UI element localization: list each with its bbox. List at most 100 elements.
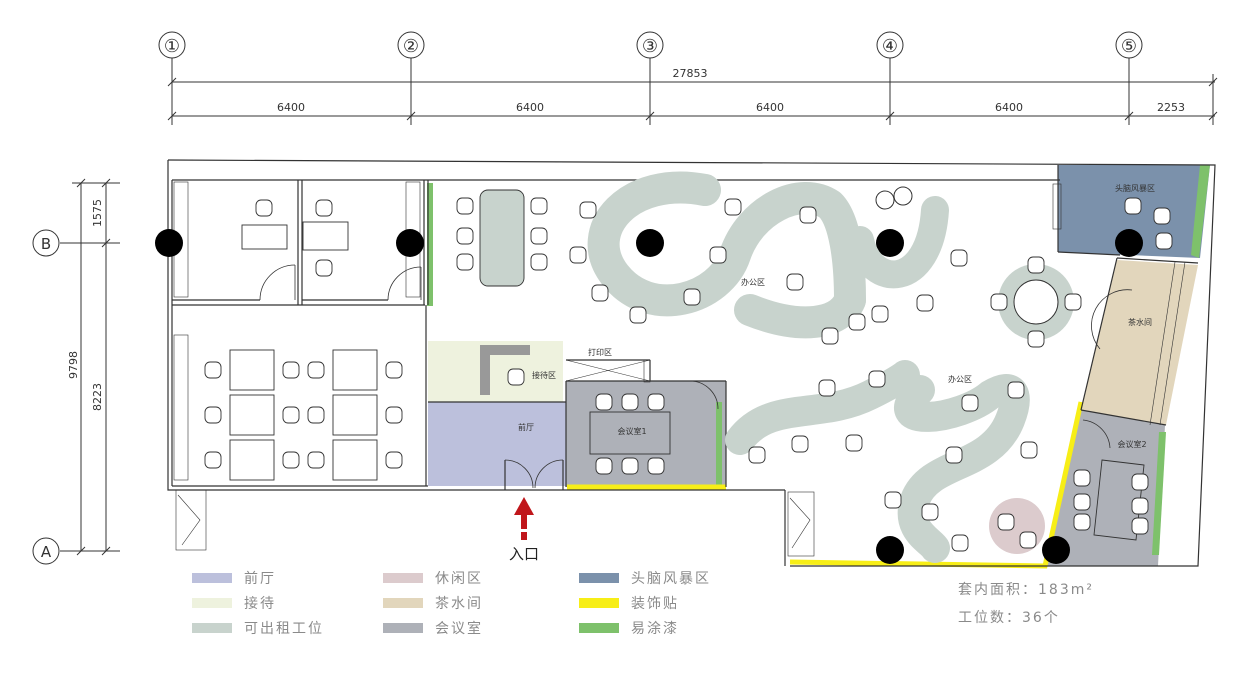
chair-icon [1131, 517, 1149, 535]
legend-swatch [192, 573, 232, 583]
room-label-print: 打印区 [588, 347, 612, 357]
plant-icon [893, 186, 913, 206]
legend-label: 接待 [244, 596, 276, 612]
chair-icon [1027, 256, 1045, 274]
legend-item-lounge: 休闲区 [383, 569, 483, 587]
chair-icon [621, 457, 639, 475]
dim-height-upper: 1575 [91, 199, 104, 227]
chair-icon [1155, 232, 1173, 250]
tea-fill [1081, 260, 1198, 425]
chair-icon [595, 457, 613, 475]
meeting-table [1093, 459, 1145, 541]
grid-bubble-3 [636, 31, 664, 59]
chair-icon [629, 306, 647, 324]
entrance-arrow [514, 497, 534, 540]
chair-icon [786, 273, 804, 291]
grid-bubble-4 [876, 31, 904, 59]
chair-icon [456, 253, 474, 271]
chair-icon [385, 451, 403, 469]
room-label-brainstorm: 头脑风暴区 [1115, 183, 1155, 193]
round-table-top [1013, 279, 1059, 325]
grid-bubble-b [32, 229, 60, 257]
chair-icon [1131, 473, 1149, 491]
grid-label-5: ⑤ [1121, 36, 1137, 57]
chair-icon [799, 206, 817, 224]
dim-total-width: 27853 [673, 67, 708, 80]
workstation-desk [229, 439, 275, 481]
chair-icon [884, 491, 902, 509]
chair-icon [282, 361, 300, 379]
dim-seg-2: 6400 [516, 101, 544, 114]
legend-label: 头脑风暴区 [631, 571, 711, 587]
conference-table [479, 189, 525, 287]
room-label-meeting1: 会议室1 [617, 426, 646, 436]
chair-icon [307, 406, 325, 424]
grid-bubble-a [32, 537, 60, 565]
workstation-desk [332, 349, 378, 391]
chair-icon [204, 451, 222, 469]
legend-swatch [192, 623, 232, 633]
grid-bubble-2 [397, 31, 425, 59]
curved-desk [734, 284, 866, 339]
legend-item-meeting: 会议室 [383, 619, 483, 637]
chair-icon [385, 406, 403, 424]
grid-label-2: ② [403, 36, 419, 57]
legend-swatch [383, 573, 423, 583]
chair-icon [868, 370, 886, 388]
grid-label-3: ③ [642, 36, 658, 57]
grid-bubble-1 [158, 31, 186, 59]
grid-label-4: ④ [882, 36, 898, 57]
room-label-office-2: 办公区 [948, 374, 972, 384]
chair-icon [950, 249, 968, 267]
chair-icon [871, 305, 889, 323]
stats-seats: 工位数：36个 [958, 610, 1060, 626]
chair-icon [307, 451, 325, 469]
curved-desk [894, 374, 1030, 563]
legend-label: 前厅 [244, 571, 276, 587]
meeting-table [589, 411, 671, 455]
chair-icon [997, 513, 1015, 531]
chair-icon [621, 393, 639, 411]
room-label-meeting2: 会议室2 [1117, 439, 1146, 449]
grid-bubbles [32, 31, 1143, 565]
chair-icon [315, 259, 333, 277]
grid-bubble-5 [1115, 31, 1143, 59]
chair-icon [647, 457, 665, 475]
chair-icon [951, 534, 969, 552]
office-desk [241, 224, 288, 250]
chair-icon [916, 294, 934, 312]
legend-label: 茶水间 [435, 596, 483, 612]
chair-icon [1064, 293, 1082, 311]
legend-swatch [383, 623, 423, 633]
plant-icon [875, 190, 895, 210]
legend-item-reception: 接待 [192, 594, 276, 612]
paint-walls [427, 165, 1210, 555]
chair-icon [204, 361, 222, 379]
chair-icon [1073, 513, 1091, 531]
legend-label: 会议室 [435, 621, 483, 637]
stats-area: 套内面积：183m² [958, 582, 1094, 598]
grid-label-a: A [41, 543, 52, 561]
chair-icon [1073, 469, 1091, 487]
lobby-fill [428, 402, 566, 486]
legend-label: 可出租工位 [244, 621, 324, 637]
curved-desk [587, 171, 866, 317]
chair-icon [530, 227, 548, 245]
dimension-lines [60, 58, 1218, 556]
chair-icon [385, 361, 403, 379]
chair-icon [1007, 381, 1025, 399]
curved-desk [846, 196, 949, 289]
workstation-desk [332, 439, 378, 481]
curved-desk [725, 360, 920, 455]
chair-icon [818, 379, 836, 397]
legend-swatch [579, 598, 619, 608]
chair-icon [990, 293, 1008, 311]
lounge-fill [989, 498, 1045, 554]
dim-seg-1: 6400 [277, 101, 305, 114]
room-label-reception: 接待区 [532, 370, 556, 380]
dim-seg-3: 6400 [756, 101, 784, 114]
legend-label: 易涂漆 [631, 621, 679, 637]
chair-icon [579, 201, 597, 219]
